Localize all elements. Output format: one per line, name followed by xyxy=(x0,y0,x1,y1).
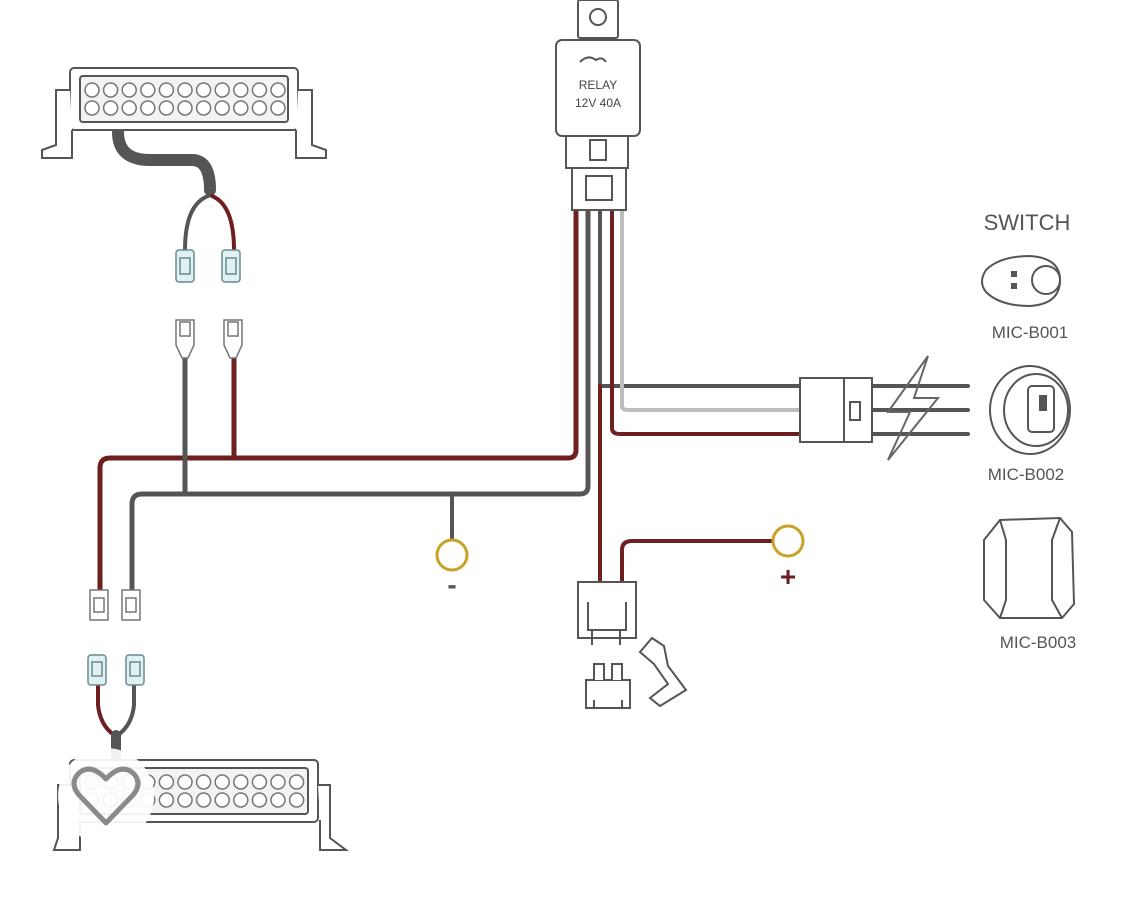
switch-side-wires xyxy=(870,384,970,436)
led xyxy=(214,792,230,808)
top-led-grid xyxy=(84,82,286,116)
bottom-light-split-black xyxy=(116,678,136,737)
led xyxy=(158,792,175,808)
led xyxy=(270,82,286,98)
led xyxy=(177,774,193,790)
led xyxy=(233,82,249,98)
led xyxy=(158,100,175,116)
black-wire-ground xyxy=(129,207,591,593)
led xyxy=(214,100,230,116)
led xyxy=(270,774,286,790)
led xyxy=(121,100,137,116)
switch-mic-b003 xyxy=(983,516,1076,619)
black-wire-switch xyxy=(598,208,802,388)
lightning-bolt-icon xyxy=(886,355,941,461)
red-wire-switch xyxy=(610,208,802,436)
bottom-light-split-red xyxy=(96,678,116,737)
negative-label: - xyxy=(447,569,456,600)
led xyxy=(177,82,193,98)
connector-bottom-female xyxy=(87,654,145,686)
led xyxy=(233,774,249,790)
led xyxy=(102,82,119,98)
switch-connector xyxy=(799,377,873,443)
led xyxy=(233,792,249,808)
relay-rating: 12V 40A xyxy=(575,96,621,110)
switch-label-b002: MIC-B002 xyxy=(988,465,1065,484)
connectors xyxy=(87,249,873,686)
led xyxy=(177,792,193,808)
red-wire-main xyxy=(97,207,579,593)
switch-label-b003: MIC-B003 xyxy=(1000,633,1077,652)
led xyxy=(270,100,286,116)
switch-mic-b001 xyxy=(981,254,1062,308)
led xyxy=(140,100,156,116)
relay-label: RELAY xyxy=(579,78,617,92)
led xyxy=(195,82,212,98)
led xyxy=(158,82,175,98)
led xyxy=(214,774,230,790)
red-wire-positive xyxy=(620,539,774,587)
top-light-bar xyxy=(41,67,327,159)
led xyxy=(121,82,137,98)
led xyxy=(195,774,212,790)
switch-label-b001: MIC-B001 xyxy=(992,323,1069,342)
led xyxy=(195,792,212,808)
led xyxy=(251,100,268,116)
top-light-cable xyxy=(112,126,216,196)
led xyxy=(84,82,100,98)
fuse-holder xyxy=(577,581,688,709)
top-light-split-red xyxy=(210,194,236,252)
wires xyxy=(96,126,970,765)
led xyxy=(251,774,268,790)
led xyxy=(251,792,268,808)
led xyxy=(158,774,175,790)
led xyxy=(140,82,156,98)
led xyxy=(251,82,268,98)
led xyxy=(288,792,305,808)
positive-label: + xyxy=(780,561,796,592)
connector-bottom-male xyxy=(89,589,141,621)
connector-top-female xyxy=(175,249,241,283)
relay: RELAY 12V 40A xyxy=(555,0,641,211)
led xyxy=(270,792,286,808)
top-light-split-black xyxy=(183,194,210,252)
negative-terminal: - xyxy=(435,538,469,600)
led xyxy=(233,100,249,116)
led xyxy=(102,100,119,116)
led xyxy=(288,774,305,790)
led xyxy=(84,100,100,116)
led xyxy=(214,82,230,98)
led xyxy=(195,100,212,116)
positive-terminal: + xyxy=(771,524,805,592)
favorite-button[interactable] xyxy=(58,748,154,844)
switch-mic-b002 xyxy=(989,365,1071,455)
white-wire-switch xyxy=(620,208,802,412)
connector-top-male xyxy=(175,319,243,359)
led xyxy=(177,100,193,116)
switch-title: SWITCH xyxy=(984,210,1071,235)
heart-icon xyxy=(71,766,141,826)
